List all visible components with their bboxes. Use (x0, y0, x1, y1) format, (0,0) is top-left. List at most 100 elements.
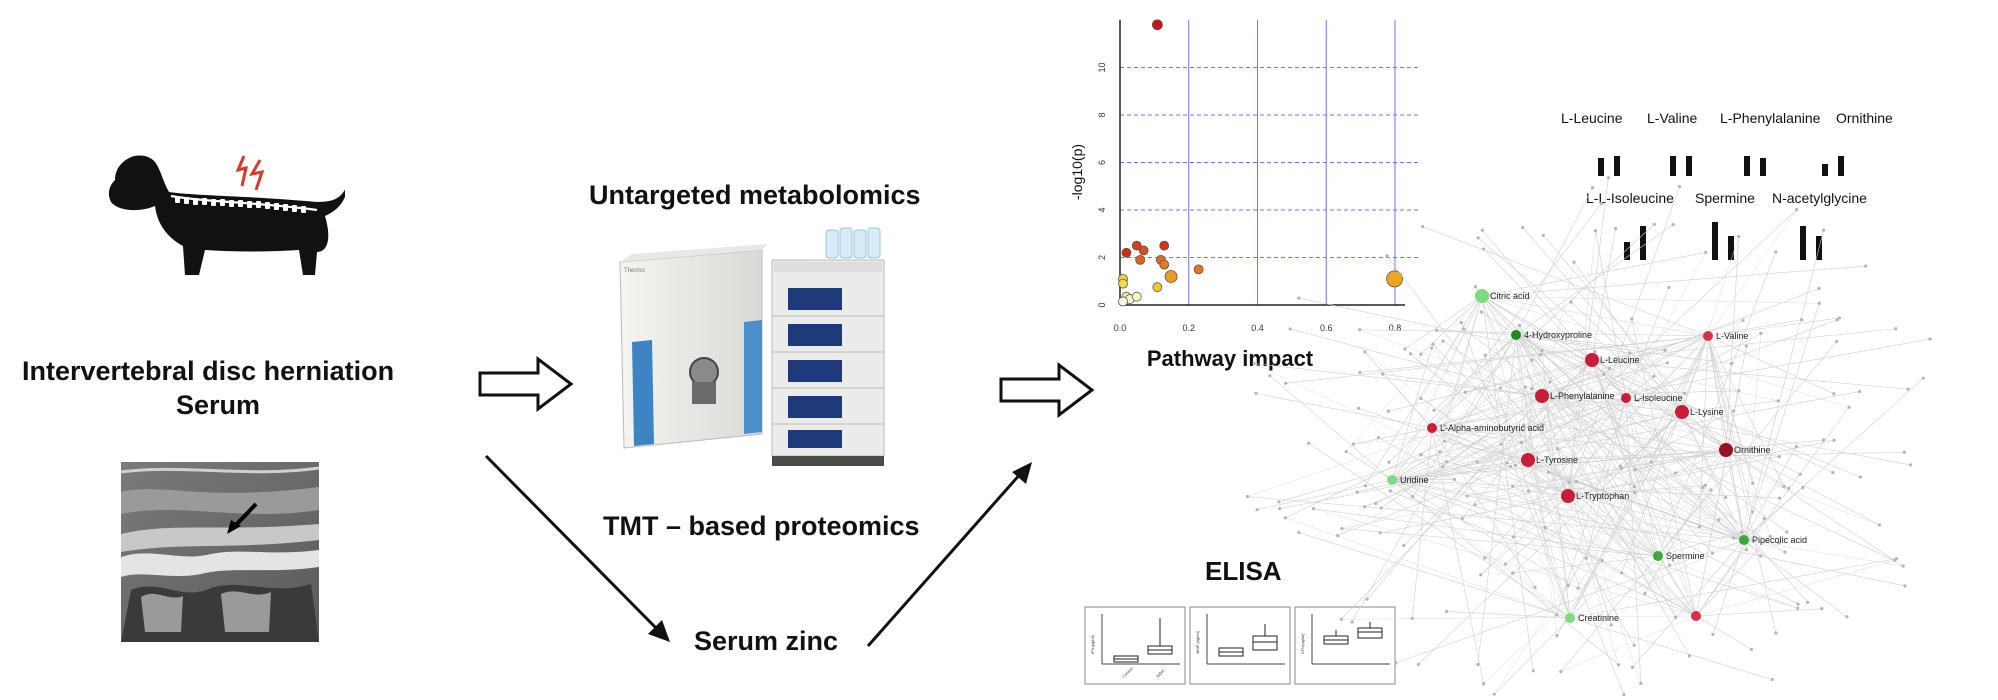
network-minor-node (1744, 548, 1749, 552)
network-minor-node (1768, 534, 1772, 539)
network-edge (1391, 391, 1860, 481)
network-edge (1446, 461, 1745, 541)
network-minor-node (1569, 300, 1573, 304)
network-edge (1591, 359, 1627, 399)
network-minor-node (1356, 406, 1361, 410)
network-edge (1480, 335, 1709, 575)
arrow-from-serum-zinc (866, 462, 1032, 647)
network-minor-node (1600, 558, 1604, 563)
network-edge (1707, 335, 1753, 512)
network-minor-node (1902, 450, 1906, 454)
network-edge (1461, 322, 1571, 619)
network-minor-node (1845, 615, 1849, 619)
network-edge (1569, 485, 1706, 619)
network-minor-node (1462, 327, 1466, 331)
network-edge (1404, 295, 1483, 350)
network-minor-node (1441, 465, 1445, 469)
network-edge (1431, 427, 1529, 461)
network-edge (1391, 479, 1619, 666)
network-edge (1525, 386, 1569, 497)
network-edge (1541, 395, 1745, 541)
network-minor-node (1901, 564, 1905, 568)
network-minor-node (1530, 387, 1534, 391)
network-edge (1345, 295, 1483, 452)
network-minor-node (1499, 442, 1503, 446)
network-edge (1391, 203, 1602, 481)
network-minor-node (1252, 361, 1256, 366)
network-node (1719, 443, 1733, 457)
network-minor-node (1613, 226, 1618, 231)
elisa-group-ivdh: IVDH (1155, 668, 1165, 678)
chart-point (1164, 270, 1178, 283)
network-minor-node (1386, 409, 1390, 413)
network-edge (1577, 335, 1709, 589)
network-minor-node (1526, 489, 1531, 493)
network-edge (1431, 427, 1697, 617)
network-edge (1657, 473, 1801, 557)
network-edge (1391, 479, 1529, 492)
network-minor-node (1740, 530, 1744, 534)
network-edge (1353, 411, 1683, 445)
network-minor-node (1632, 643, 1636, 647)
network-edge (1431, 224, 1655, 429)
network-edge (1515, 334, 1801, 475)
network-minor-node (1508, 464, 1513, 468)
network-edge (1442, 340, 1745, 541)
network-minor-node (1837, 316, 1842, 320)
network-minor-node (1857, 389, 1862, 394)
network-node-label: L-Tyrosine (1536, 455, 1578, 465)
network-edge (1431, 427, 1569, 497)
network-edge (1543, 235, 1727, 451)
network-edge (1707, 335, 1745, 541)
network-node (1675, 405, 1689, 419)
network-edge (1391, 479, 1603, 561)
network-edge (1433, 334, 1517, 411)
network-minor-node (1652, 374, 1656, 378)
network-edge (1412, 334, 1517, 498)
svg-text:Thermo: Thermo (624, 268, 645, 274)
network-edge (1391, 449, 1727, 481)
network-edge (1359, 329, 1709, 337)
network-edge (1285, 517, 1571, 619)
network-edge (1395, 539, 1745, 664)
network-edge (1515, 334, 1627, 399)
network-minor-node (1795, 208, 1799, 212)
network-edge (1625, 287, 1670, 399)
network-minor-node (1254, 391, 1258, 395)
network-minor-node (1671, 223, 1675, 227)
network-edge (1515, 187, 1593, 336)
elisa-boxplots: IFN(pg/ml) Control IVDH MMP (ng/ml) VTN(… (1084, 606, 1396, 685)
network-edge (1681, 411, 1745, 541)
network-minor-node (1420, 224, 1425, 229)
network-edge (1544, 527, 1697, 617)
chart-point (1159, 240, 1170, 251)
network-edge (1515, 334, 1529, 461)
network-minor-node (1584, 556, 1588, 560)
network-edge (1481, 295, 1709, 337)
network-minor-node (1483, 556, 1487, 560)
network-edge (1695, 407, 1850, 617)
network-minor-node (1452, 477, 1456, 481)
network-edge (1568, 335, 1709, 586)
network-minor-node (1894, 327, 1898, 331)
network-node (1621, 393, 1631, 403)
network-node (1703, 331, 1713, 341)
network-edge (1743, 539, 1848, 618)
network-minor-node (1379, 506, 1383, 510)
network-minor-node (1636, 398, 1641, 402)
network-edge (1481, 295, 1683, 413)
network-edge (1391, 479, 1745, 541)
network-edge (1420, 454, 1529, 461)
network-minor-node (1801, 485, 1805, 490)
network-node (1427, 423, 1437, 433)
untargeted-metabolomics-label: Untargeted metabolomics (589, 180, 921, 210)
elisa-panel-ifn: IFN(pg/ml) Control IVDH (1084, 606, 1186, 685)
network-edge (1436, 329, 1517, 336)
network-minor-node (1444, 609, 1449, 614)
network-minor-node (1724, 495, 1728, 500)
network-minor-node (1616, 663, 1621, 667)
network-node-label: L-Lysine (1690, 407, 1724, 417)
network-minor-node (1540, 349, 1544, 353)
network-minor-node (1783, 550, 1787, 554)
